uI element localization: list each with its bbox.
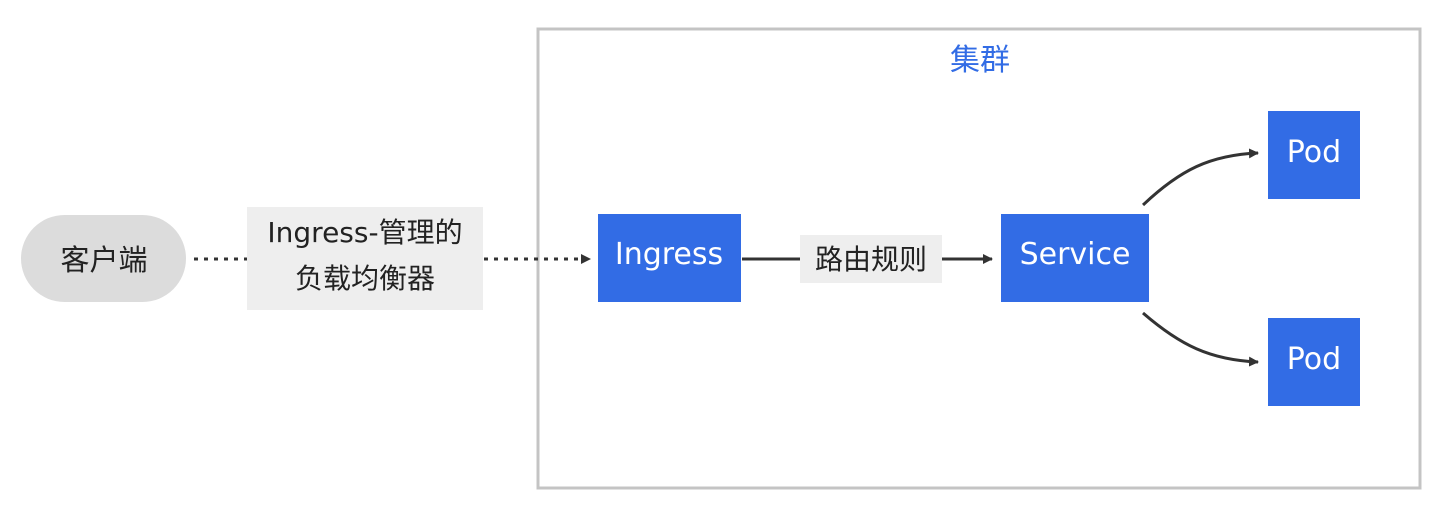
edge-service-to-pod-top <box>1141 148 1259 207</box>
node-service <box>1001 214 1149 302</box>
node-pod-top <box>1268 111 1360 199</box>
node-client <box>21 215 186 302</box>
edge-label-bg-routing <box>800 235 942 283</box>
node-ingress-label: Ingress <box>615 237 723 272</box>
node-pod-bottom <box>1268 318 1360 406</box>
edge-label-load-balancer-line1: Ingress-管理的 <box>267 216 462 249</box>
node-client-label: 客户端 <box>60 243 147 277</box>
cluster-title: 集群 <box>950 43 1010 78</box>
node-service-label: Service <box>1020 237 1131 272</box>
edge-label-bg-load-balancer <box>247 207 483 310</box>
node-pod-top-label: Pod <box>1287 135 1341 170</box>
node-pod-bottom-label: Pod <box>1287 342 1341 377</box>
edge-label-routing-rules: 路由规则 <box>815 243 927 276</box>
node-ingress <box>598 214 741 302</box>
edge-label-load-balancer-line2: 负载均衡器 <box>295 262 435 295</box>
edge-service-to-pod-bottom <box>1142 311 1259 367</box>
